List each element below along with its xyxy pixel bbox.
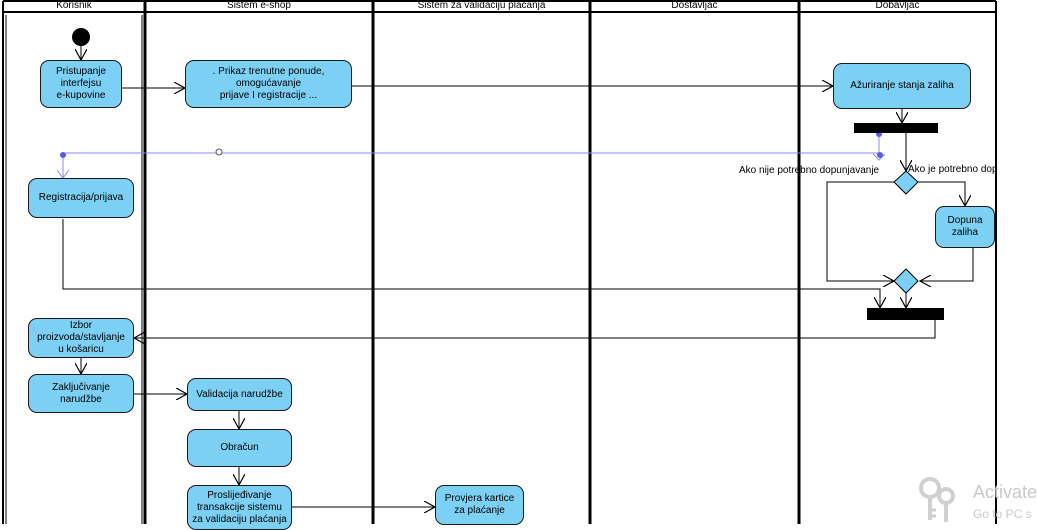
lane-header-validacija: Sistem za validaciju plaćanja (417, 0, 546, 11)
lane-header-korisnik: Korisnik (56, 0, 92, 11)
activation-watermark-title: Activate (973, 482, 1037, 502)
action-prikaz-ponude[interactable]: . Prikaz trenutne ponude, omogućavanje p… (185, 60, 352, 108)
action-dopuna-zaliha[interactable]: Dopuna zaliha (935, 206, 995, 248)
guard-je-potrebno: Ako je potrebno dopunjavanje (908, 164, 996, 175)
action-zakljucivanje[interactable]: Zaključivanje narudžbe (28, 374, 134, 413)
edge-dopuna-merge (920, 248, 974, 281)
lane-header-sistem-eshop: Sistem e-shop (227, 0, 291, 11)
lane-header-dobavljac: Dobavljač (875, 0, 920, 11)
action-provjera-kartice[interactable]: Provjera kartice za plaćanje (435, 485, 524, 525)
edge-registracija-join (62, 219, 880, 308)
edge-decision-je (918, 181, 965, 206)
action-registracija[interactable]: Registracija/prijava (28, 178, 134, 218)
selected-connector[interactable] (56, 131, 886, 179)
connector-handle[interactable] (60, 152, 66, 158)
edge-decision-nije (826, 181, 894, 281)
initial-node[interactable] (72, 28, 90, 46)
action-validacija-narudzbe[interactable]: Validacija narudžbe (187, 378, 292, 411)
action-obracun[interactable]: Obračun (187, 429, 292, 467)
key-icon (919, 477, 955, 522)
decision-node[interactable] (893, 170, 919, 195)
action-prosljedjivanje[interactable]: Proslijeđivanje transakcije sistemu za v… (187, 485, 292, 530)
edge-join-izbor (134, 320, 936, 338)
join-bar[interactable] (867, 308, 944, 320)
action-pristupanje[interactable]: Pristupanje interfejsu e-kupovine (40, 60, 122, 108)
fork-bar[interactable] (854, 123, 938, 133)
connector-handle[interactable] (877, 152, 883, 158)
activation-watermark-subtitle: Go to PC s (973, 507, 1032, 521)
flow-edges (62, 46, 974, 507)
lane-header-dostavljac: Dostavljač (671, 0, 718, 11)
merge-node[interactable] (893, 268, 919, 294)
action-azuriranje-zaliha[interactable]: Ažuriranje stanja zaliha (833, 63, 971, 109)
guard-nije-potrebno: Ako nije potrebno dopunjavanje (739, 165, 880, 176)
action-izbor-proizvoda[interactable]: Izbor proizvoda/stavljanje u košaricu (28, 318, 134, 358)
connector-midpoint-handle[interactable] (215, 148, 223, 156)
